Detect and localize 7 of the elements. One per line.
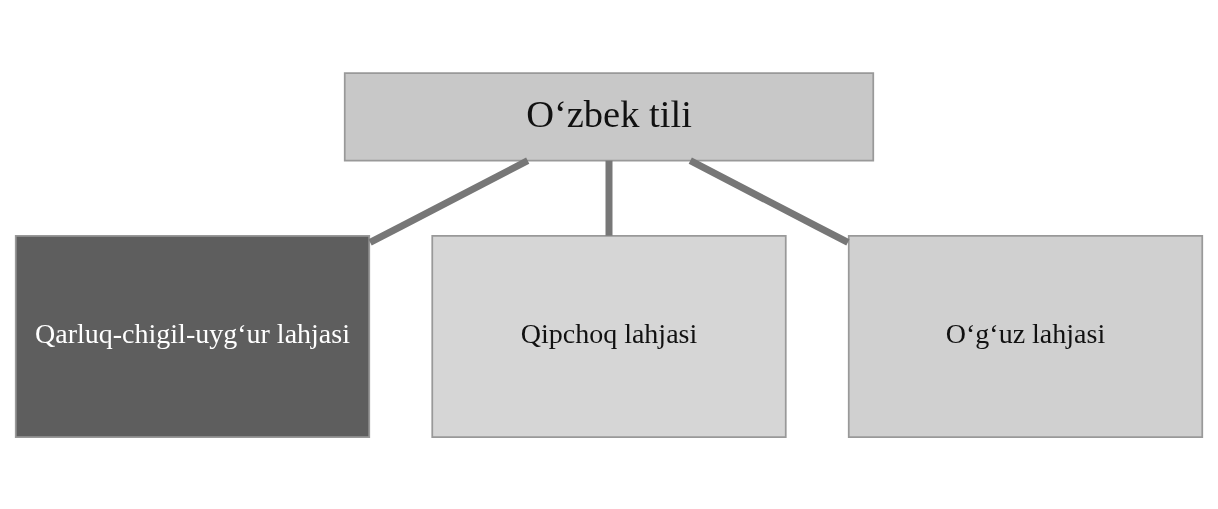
- node-box: Qipchoq lahjasi: [431, 234, 787, 438]
- node-box: Oʻzbek tili: [343, 71, 875, 161]
- node-box: Oʻgʻuz lahjasi: [847, 234, 1204, 438]
- connector: [368, 157, 530, 246]
- connector: [688, 157, 850, 246]
- connector: [605, 160, 613, 236]
- node-box: Qarluq-chigil-uygʻur lahjasi: [14, 234, 371, 438]
